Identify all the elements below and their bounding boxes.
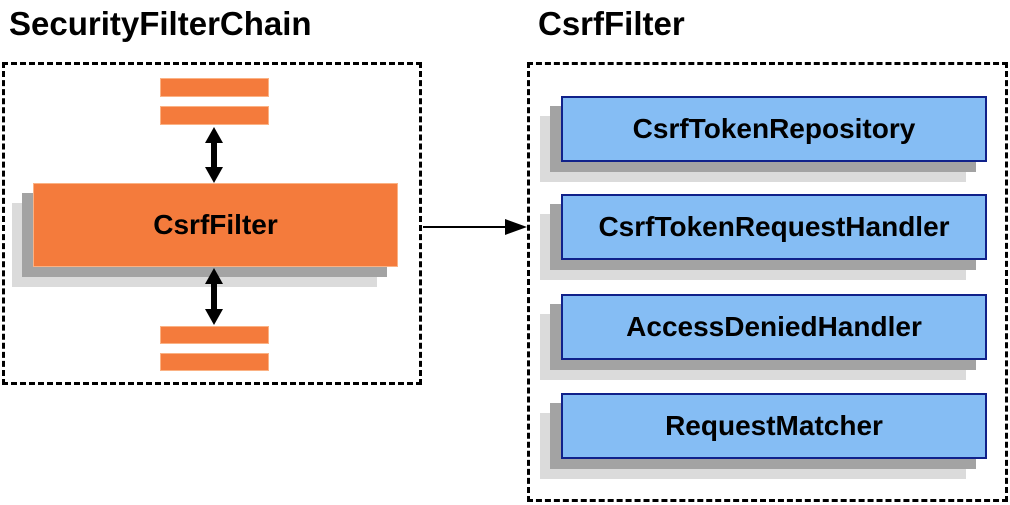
component-label: CsrfTokenRepository bbox=[561, 96, 987, 162]
component-label: AccessDeniedHandler bbox=[561, 294, 987, 360]
component-csrf-token-request-handler: CsrfTokenRequestHandler bbox=[540, 194, 987, 280]
component-csrf-token-repository: CsrfTokenRepository bbox=[540, 96, 987, 182]
security-filter-chain-container bbox=[2, 62, 422, 385]
component-label: RequestMatcher bbox=[561, 393, 987, 459]
component-label: CsrfTokenRequestHandler bbox=[561, 194, 987, 260]
security-filter-chain-title: SecurityFilterChain bbox=[9, 5, 312, 42]
component-access-denied-handler: AccessDeniedHandler bbox=[540, 294, 987, 380]
flow-arrow-icon bbox=[423, 219, 527, 235]
component-request-matcher: RequestMatcher bbox=[540, 393, 987, 479]
csrf-filter-title: CsrfFilter bbox=[538, 5, 685, 42]
filter-placeholder-bar bbox=[160, 106, 269, 125]
filter-placeholder-bar bbox=[160, 353, 269, 371]
filter-placeholder-bar bbox=[160, 326, 269, 344]
csrf-filter-node-label: CsrfFilter bbox=[33, 183, 398, 267]
csrf-filter-node: CsrfFilter bbox=[12, 183, 398, 287]
filter-placeholder-bar bbox=[160, 78, 269, 97]
csrf-filter-container bbox=[527, 62, 1008, 502]
